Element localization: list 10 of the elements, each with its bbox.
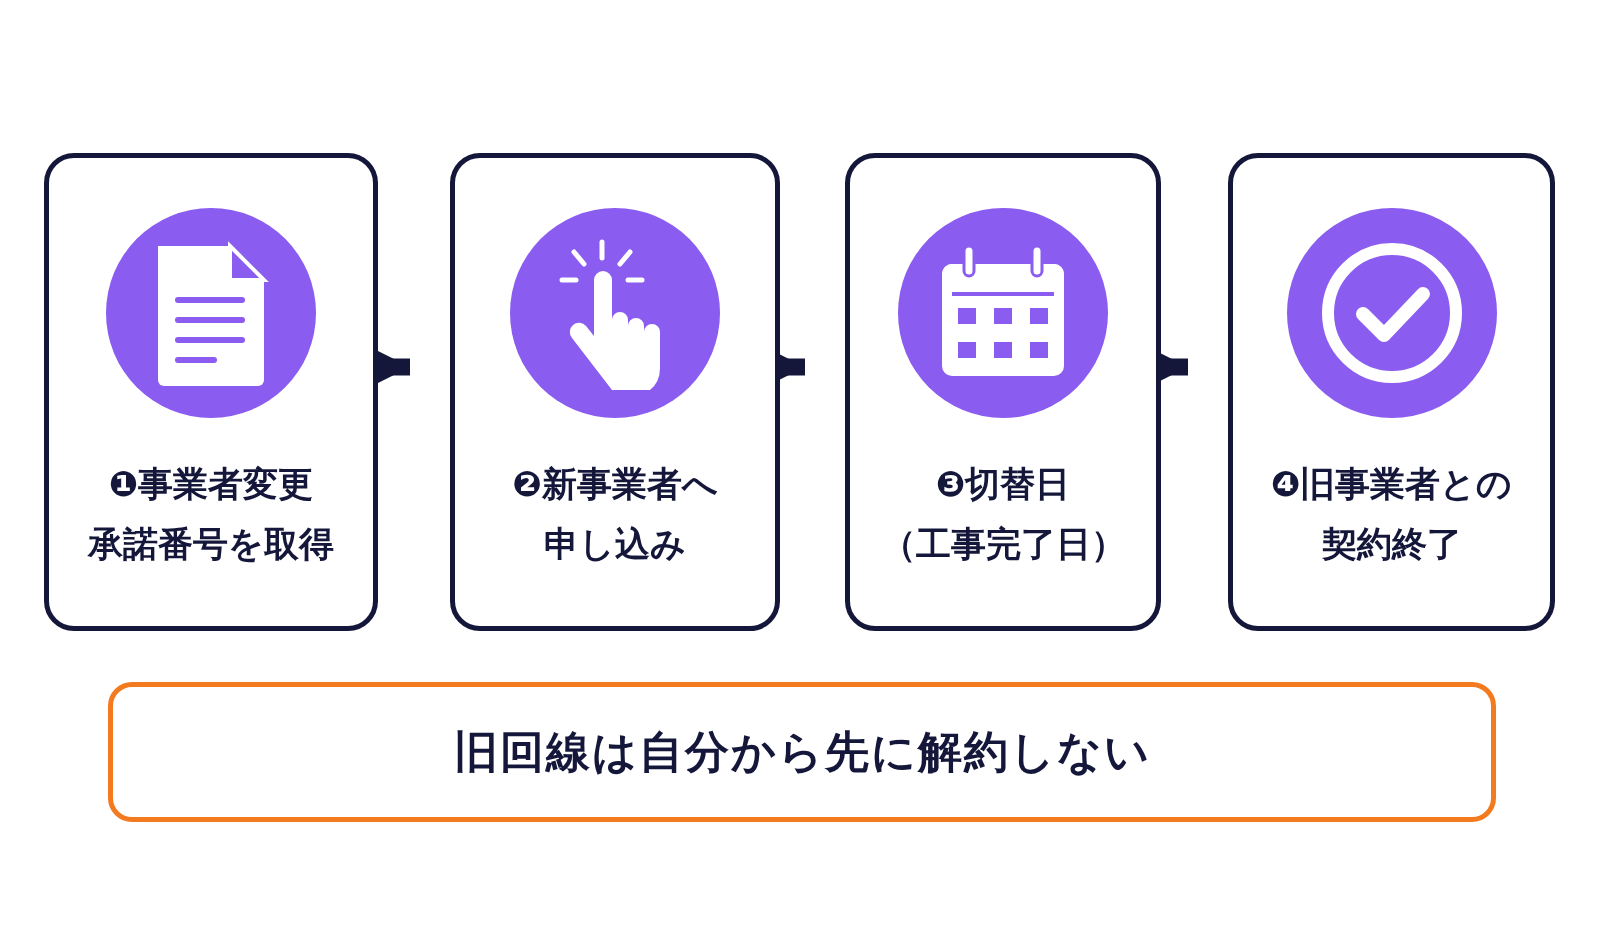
step-card: [450, 153, 780, 631]
warning-text: 旧回線は自分から先に解約しない: [453, 724, 1151, 779]
step-label: ❹旧事業者との契約終了: [1269, 463, 1514, 566]
step-card: [845, 153, 1161, 631]
step-card: [1228, 153, 1555, 631]
step-card: [44, 153, 378, 631]
step-label: ❷新事業者へ申し込み: [511, 463, 719, 566]
step-label: ❶事業者変更承諾番号を取得: [86, 463, 335, 566]
step-label: ❸切替日（工事完了日）: [879, 463, 1127, 566]
warning-box: [108, 682, 1496, 822]
